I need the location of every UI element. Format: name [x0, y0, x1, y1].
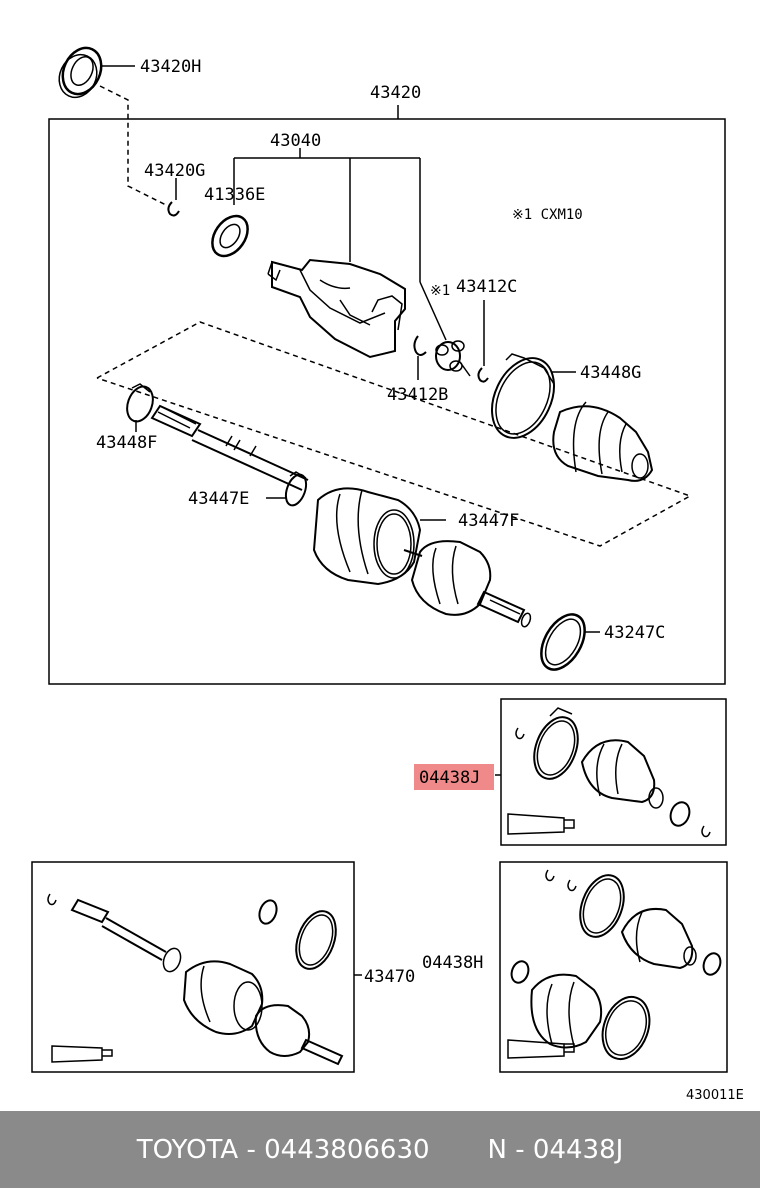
mark-note-1: ※1 [430, 283, 450, 299]
boot-outboard-icon [312, 487, 422, 586]
label-43448F[interactable]: 43448F [96, 433, 157, 453]
footer-bar: TOYOTA - 0443806630 N - 04438J [0, 1111, 760, 1188]
footer-brand-part: TOYOTA - 0443806630 [136, 1134, 430, 1165]
snap-ring-43412C-icon [477, 367, 489, 383]
parts-diagram: 43420H 43420 43040 43420G 41336E ※1 CXM1… [31, 46, 744, 1103]
highlight-04438J [414, 764, 494, 790]
cv-joint-outboard-icon [403, 540, 532, 628]
joint-housing-43040-icon [267, 258, 406, 359]
label-43040[interactable]: 43040 [270, 131, 321, 151]
label-43447F[interactable]: 43447F [458, 511, 519, 531]
kit-04438J-icon [507, 707, 711, 838]
shaft-assembly-43470-icon [47, 893, 344, 1066]
seal-41336E-icon [211, 214, 249, 258]
label-43412C[interactable]: 43412C [456, 277, 517, 297]
frame-04438H [499, 861, 728, 1073]
boot-inboard-icon [552, 401, 654, 482]
label-43420H[interactable]: 43420H [140, 57, 201, 77]
label-43412B[interactable]: 43412B [387, 385, 448, 405]
label-43420G[interactable]: 43420G [144, 161, 205, 181]
drive-shaft-icon [150, 404, 309, 491]
ring-43247C-icon [540, 613, 586, 671]
kit-04438H-icon [507, 869, 722, 1060]
clamp-43448F-icon [126, 383, 154, 423]
footer-catalog-part: N - 04438J [487, 1134, 624, 1165]
label-41336E[interactable]: 41336E [204, 185, 265, 205]
circlip-43420G-icon [167, 201, 180, 217]
snap-ring-43412B-icon [413, 335, 427, 356]
clamp-43448G-icon [491, 353, 555, 439]
clamp-43447E-icon [284, 471, 308, 507]
label-04438H[interactable]: 04438H [422, 953, 483, 973]
figure-code: 430011E [686, 1088, 744, 1103]
label-43447E[interactable]: 43447E [188, 489, 249, 509]
ring-43420H-icon [58, 46, 103, 99]
label-43448G[interactable]: 43448G [580, 363, 641, 383]
note-cxm10: ※1 CXM10 [512, 207, 583, 223]
label-43470[interactable]: 43470 [364, 967, 415, 987]
frame-43470 [31, 861, 355, 1073]
tripod-joint-icon [435, 340, 471, 377]
label-04438J[interactable]: 04438J [419, 768, 480, 788]
label-43247C[interactable]: 43247C [604, 623, 665, 643]
frame-43420 [48, 118, 726, 685]
frame-04438J [500, 698, 727, 846]
label-43420[interactable]: 43420 [370, 83, 421, 103]
